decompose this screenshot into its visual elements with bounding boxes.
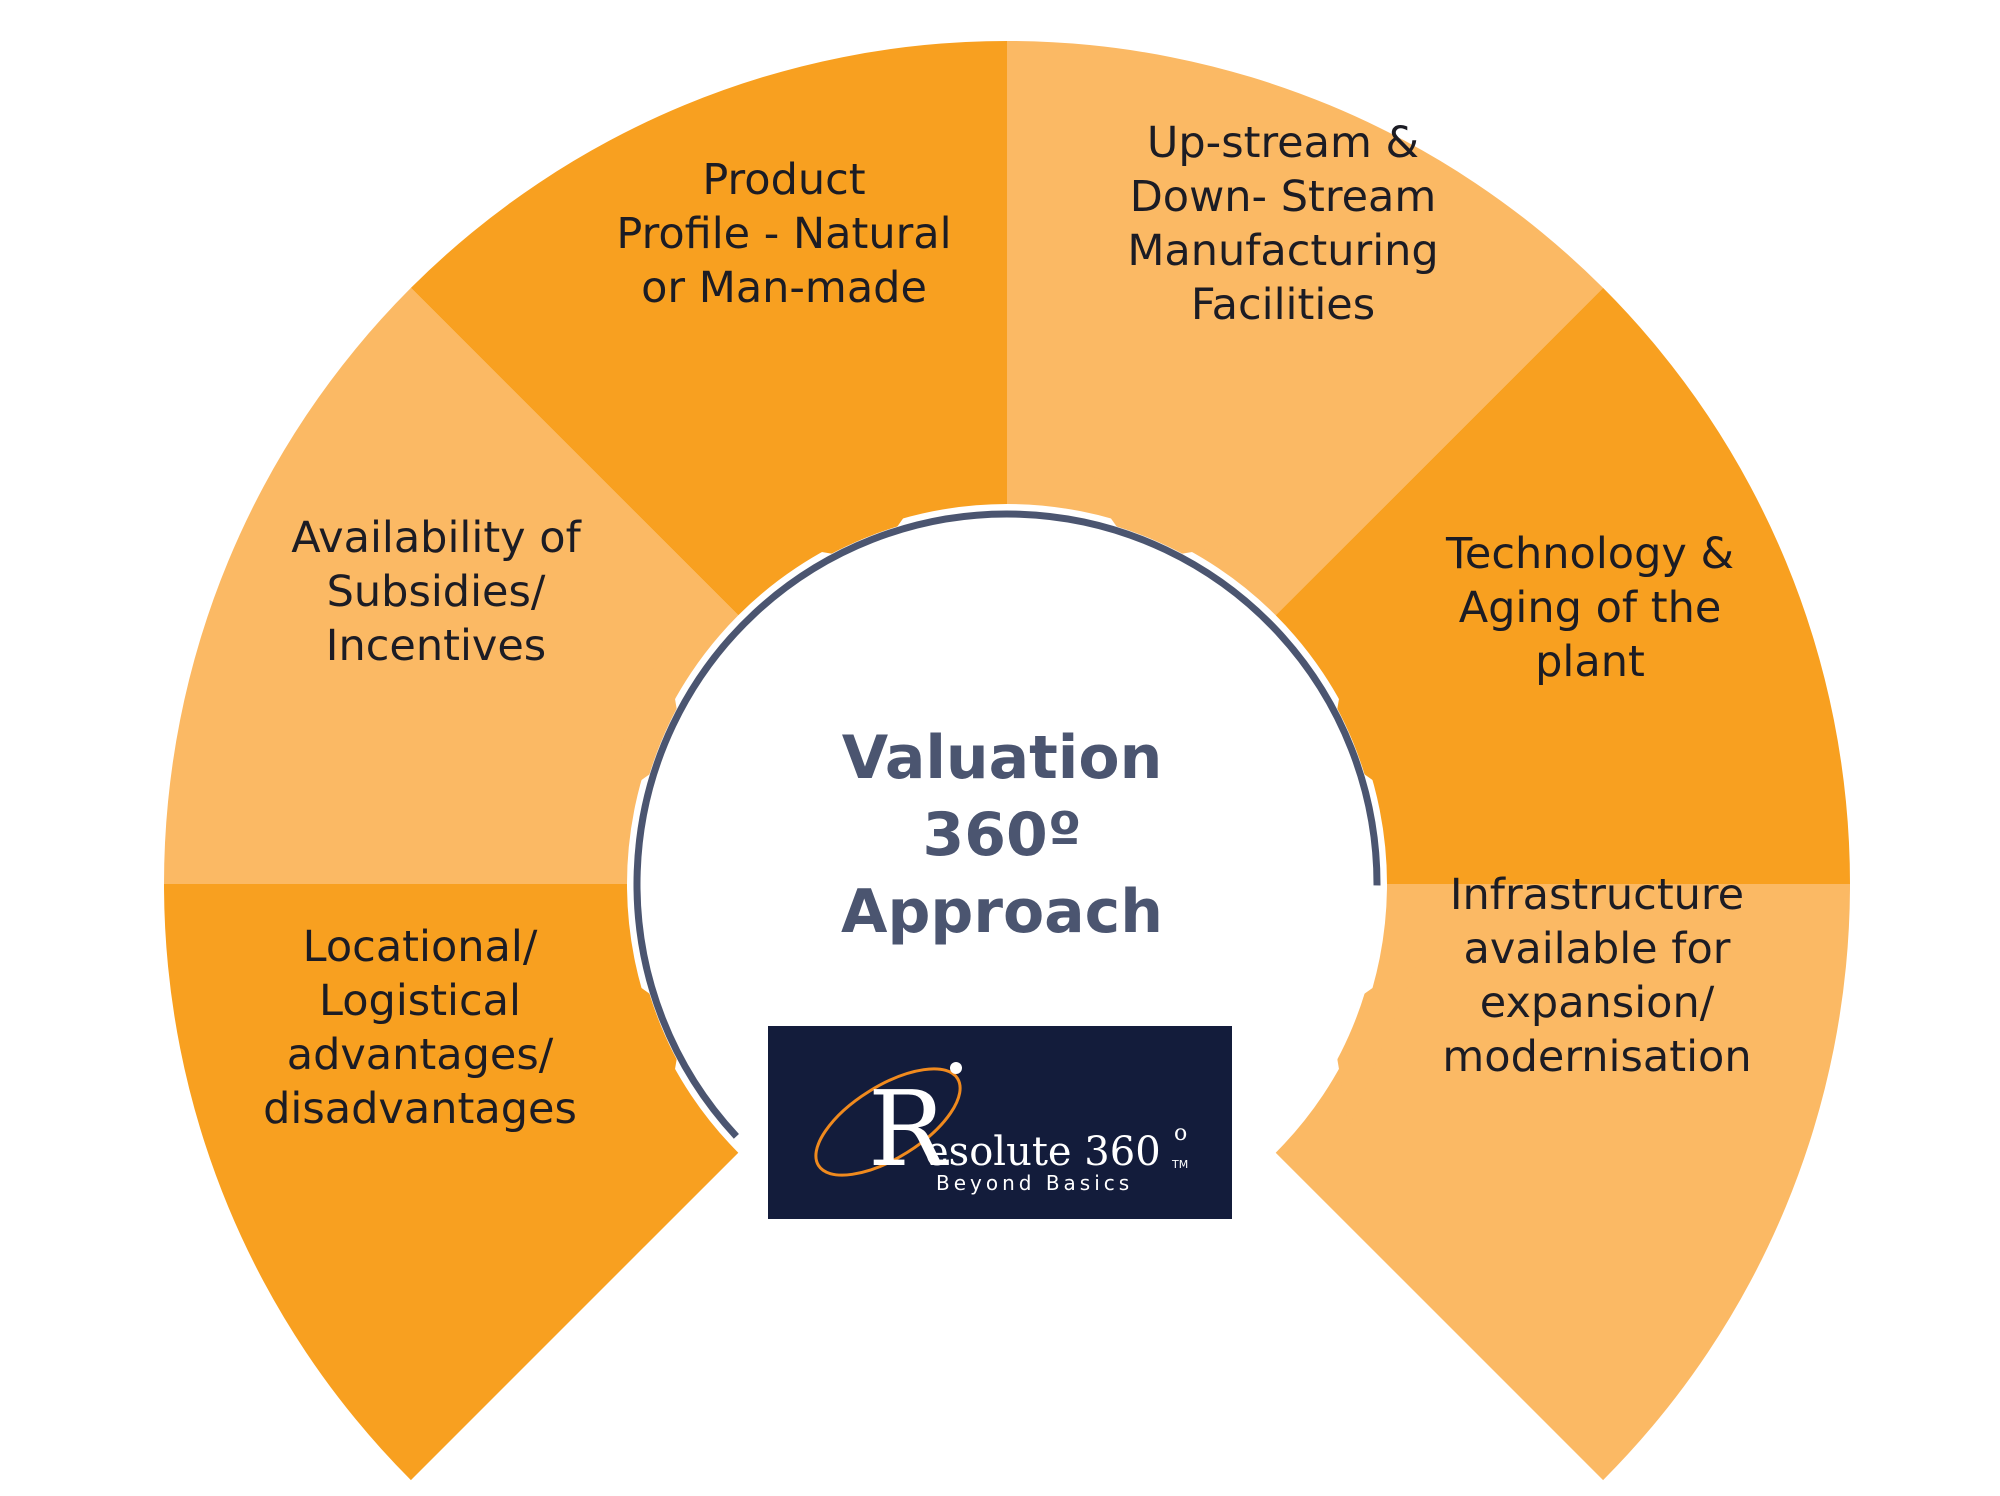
segment-label-line: Profile - Natural [616, 209, 951, 259]
segment-product [410, 41, 1007, 616]
segment-arrow-technology [1330, 640, 1422, 815]
segment-label-line: Technology & [1445, 529, 1734, 579]
segment-label-line: Aging of the [1459, 583, 1722, 633]
logo-orbit-icon [814, 1067, 962, 1177]
segment-label-line: disadvantages [263, 1084, 577, 1134]
segment-infrastructure [1275, 884, 1850, 1481]
segment-label-line: Subsidies/ [327, 567, 546, 617]
segment-label-line: plant [1535, 637, 1645, 687]
segment-label-line: Down- Stream [1130, 172, 1437, 222]
segment-label-line: advantages/ [287, 1030, 554, 1080]
logo-background [768, 1026, 1232, 1219]
segment-label-locational: Locational/Logisticaladvantages/disadvan… [263, 922, 577, 1134]
segment-label-line: expansion/ [1480, 978, 1715, 1028]
center-title: Valuation 360º Approach [841, 723, 1163, 947]
segments-layer [164, 41, 1850, 1481]
logo-degree: o [1174, 1121, 1187, 1146]
segment-locational [164, 884, 739, 1481]
segment-arrow-infrastructure [1330, 953, 1422, 1128]
segment-arrow-upstream [1076, 469, 1251, 561]
logo-trademark: TM [1171, 1158, 1188, 1171]
segment-label-line: Availability of [291, 513, 581, 563]
segment-label-line: Logistical [319, 976, 521, 1026]
segment-label-line: Infrastructure [1450, 870, 1744, 920]
segment-label-line: modernisation [1442, 1032, 1751, 1082]
segment-label-line: available for [1464, 924, 1731, 974]
logo-brand-name: esolute 360 [925, 1129, 1161, 1175]
center-title-line-2: 360º [922, 800, 1081, 870]
segment-label-line: or Man-made [641, 263, 927, 313]
center-title-line-1: Valuation [842, 723, 1163, 793]
segment-upstream [1007, 41, 1604, 616]
segment-technology [1275, 287, 1850, 884]
gear-outline [633, 510, 1381, 1258]
segment-arrow-locational [592, 953, 684, 1128]
segment-subsidies [164, 287, 739, 884]
segment-label-line: Facilities [1191, 280, 1375, 330]
logo-brand-letter: R [868, 1068, 949, 1190]
segment-label-upstream: Up-stream &Down- StreamManufacturingFaci… [1127, 118, 1438, 330]
resolute-logo: R esolute 360 o TM Beyond Basics [768, 1026, 1232, 1219]
segment-label-line: Product [702, 155, 865, 205]
segment-label-line: Manufacturing [1127, 226, 1438, 276]
logo-dot-icon [950, 1062, 962, 1074]
center-title-line-3: Approach [841, 877, 1163, 947]
segment-label-line: Locational/ [303, 922, 538, 972]
labels-layer: Locational/Logisticaladvantages/disadvan… [263, 118, 1751, 1134]
segment-arrow-product [763, 469, 938, 561]
segment-arrow-subsidies [592, 640, 684, 815]
logo-tagline: Beyond Basics [936, 1171, 1133, 1195]
segment-label-line: Up-stream & [1147, 118, 1419, 168]
segment-label-line: Incentives [326, 621, 546, 671]
